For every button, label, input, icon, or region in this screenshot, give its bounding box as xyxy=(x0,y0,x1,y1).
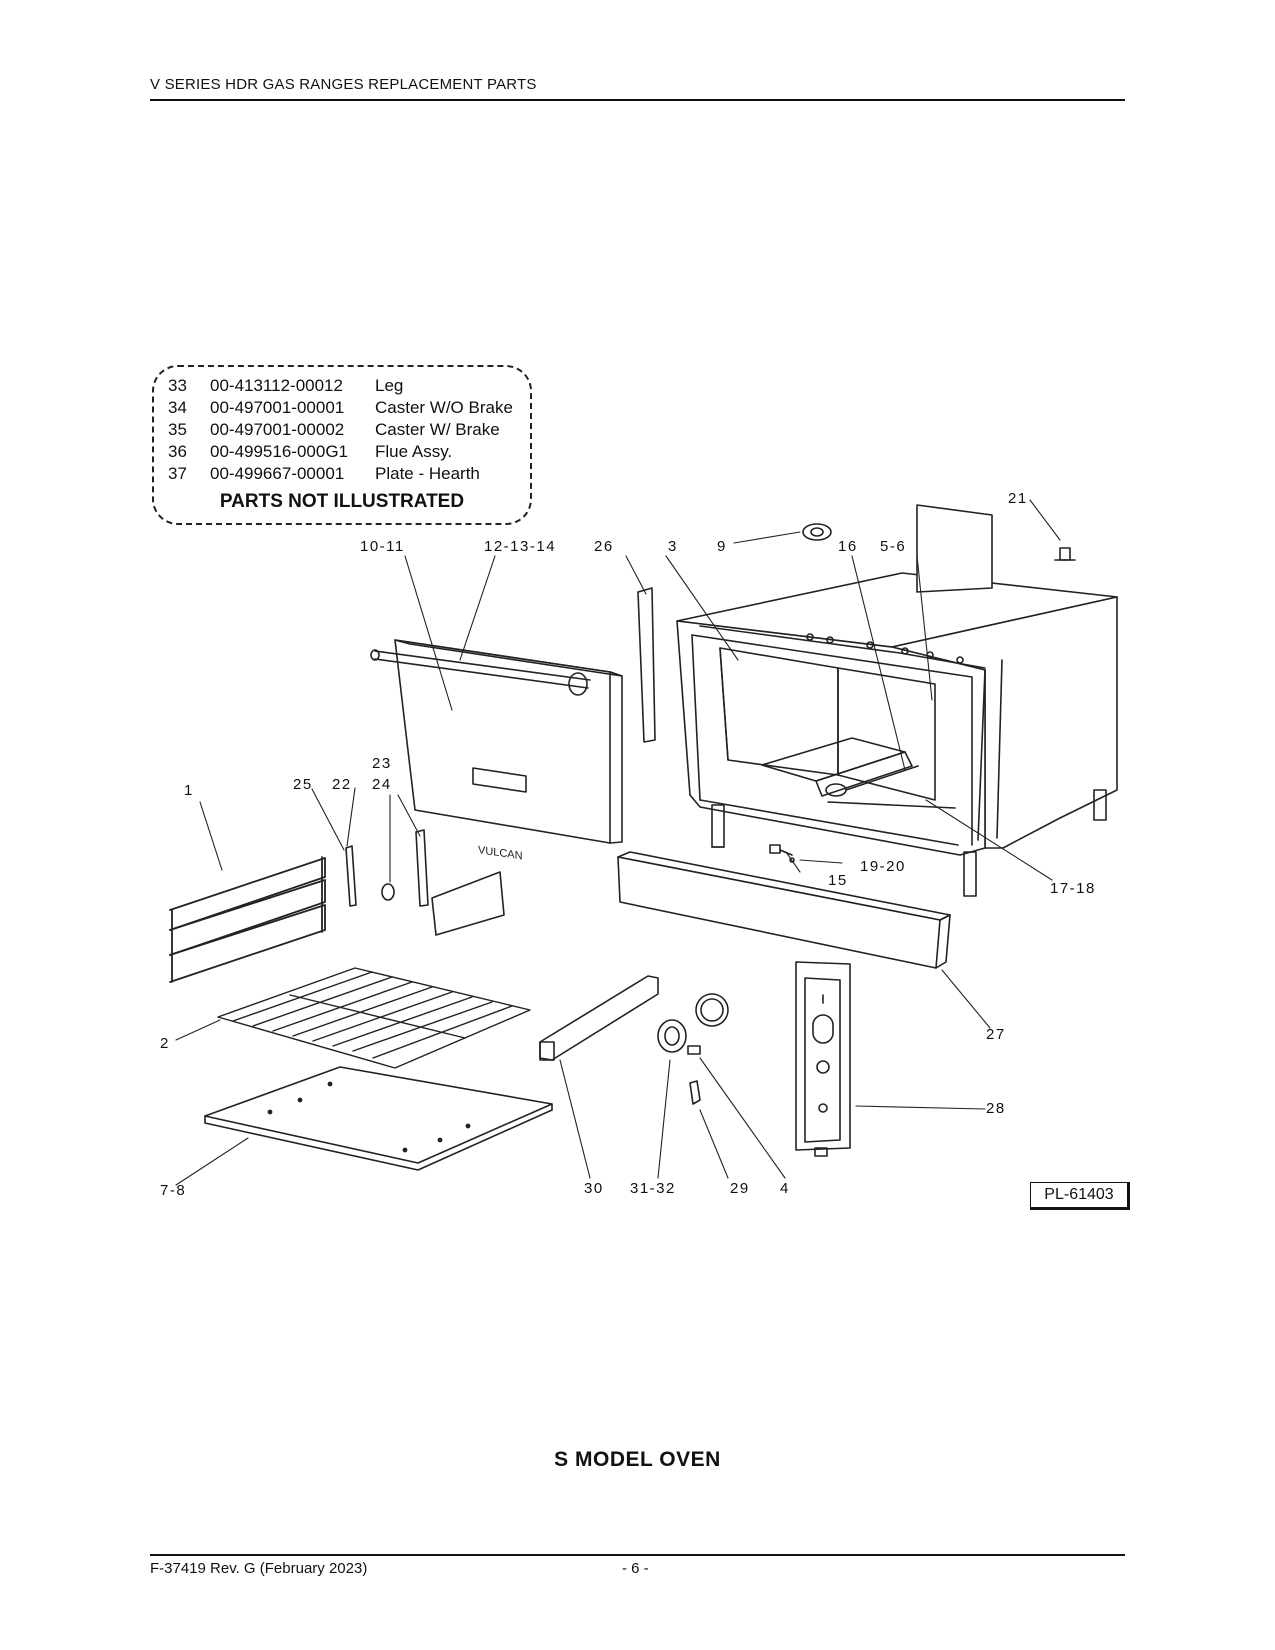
part-description: Plate - Hearth xyxy=(375,464,480,483)
callout-15: 15 xyxy=(828,872,848,889)
footer-page-number: - 6 - xyxy=(622,1560,649,1577)
rack-side xyxy=(169,856,326,983)
callout-7-8: 7-8 xyxy=(160,1182,187,1199)
callout-29: 29 xyxy=(730,1180,750,1197)
part-number: 00-499667-00001 xyxy=(210,464,345,483)
flue-plate xyxy=(916,504,993,593)
item-number: 37 xyxy=(168,464,187,483)
callout-25: 25 xyxy=(293,776,313,793)
parts-table: 33 00-413112-00012 Leg 34 00-497001-0000… xyxy=(168,375,513,485)
callout-3: 3 xyxy=(668,538,678,555)
kick-panel xyxy=(617,851,951,969)
parts-row: 33 00-413112-00012 Leg xyxy=(168,375,513,397)
vent-fitting xyxy=(1054,547,1076,561)
part-description: Caster W/O Brake xyxy=(375,398,513,417)
callout-1: 1 xyxy=(184,782,194,799)
oven-rack xyxy=(217,967,531,1069)
callout-9: 9 xyxy=(717,538,727,555)
footer-document-number: F-37419 Rev. G (February 2023) xyxy=(150,1560,368,1577)
hearth-plate xyxy=(204,1066,553,1164)
callout-19-20: 19-20 xyxy=(860,858,906,875)
oven-body xyxy=(676,572,1118,897)
header-rule xyxy=(150,99,1125,101)
item-number: 36 xyxy=(168,442,187,461)
gasket-strip xyxy=(637,587,656,743)
callout-24: 24 xyxy=(372,776,392,793)
callout-22: 22 xyxy=(332,776,352,793)
valve-fitting xyxy=(769,844,793,856)
item-number: 33 xyxy=(168,376,187,395)
door-bracket-25 xyxy=(345,845,357,907)
hinge-plate xyxy=(415,829,429,907)
callout-12-13-14: 12-13-14 xyxy=(484,538,557,555)
parts-not-illustrated-box: 33 00-413112-00012 Leg 34 00-497001-0000… xyxy=(152,365,532,525)
item-number: 34 xyxy=(168,398,187,417)
parts-not-illustrated-title: PARTS NOT ILLUSTRATED xyxy=(219,491,465,512)
control-panel xyxy=(795,961,851,1157)
parts-row: 35 00-497001-00002 Caster W/ Brake xyxy=(168,419,513,441)
parts-row: 37 00-499667-00001 Plate - Hearth xyxy=(168,463,513,485)
item-number: 35 xyxy=(168,420,187,439)
callout-17-18: 17-18 xyxy=(1050,880,1096,897)
clip-4 xyxy=(687,1045,701,1055)
washer-19-20 xyxy=(789,857,795,863)
hinge-22 xyxy=(381,883,395,901)
callout-26: 26 xyxy=(594,538,614,555)
knob-9 xyxy=(802,523,832,541)
parts-row: 36 00-499516-000G1 Flue Assy. xyxy=(168,441,513,463)
hinge-cover xyxy=(431,871,505,936)
part-description: Caster W/ Brake xyxy=(375,420,500,439)
part-number: 00-497001-00001 xyxy=(210,398,345,417)
part-description: Flue Assy. xyxy=(375,442,453,461)
callout-30: 30 xyxy=(584,1180,604,1197)
callout-23: 23 xyxy=(372,755,392,772)
door-brand: VULCAN xyxy=(478,844,523,862)
part-number: 00-499516-000G1 xyxy=(210,442,349,461)
part-description: Leg xyxy=(375,376,404,395)
part-number: 00-413112-00012 xyxy=(210,376,343,395)
leader-lines xyxy=(175,499,1061,1186)
page-header: V SERIES HDR GAS RANGES REPLACEMENT PART… xyxy=(150,76,537,93)
part-number: 00-497001-00002 xyxy=(210,420,345,439)
control-knob xyxy=(657,993,729,1053)
diagram-id: PL-61403 xyxy=(1030,1182,1130,1210)
section-title: S MODEL OVEN xyxy=(554,1448,721,1471)
callout-4: 4 xyxy=(780,1180,790,1197)
callout-2: 2 xyxy=(160,1035,170,1052)
callout-31-32: 31-32 xyxy=(630,1180,676,1197)
callout-10-11: 10-11 xyxy=(360,538,405,555)
callout-16: 16 xyxy=(838,538,858,555)
parts-row: 34 00-497001-00001 Caster W/O Brake xyxy=(168,397,513,419)
callout-5-6: 5-6 xyxy=(880,538,907,555)
exploded-oven-diagram: VULCAN xyxy=(169,499,1118,1186)
mounting-strap xyxy=(539,975,659,1061)
footer-rule xyxy=(150,1554,1125,1556)
callout-27: 27 xyxy=(986,1026,1006,1043)
callout-28: 28 xyxy=(986,1100,1006,1117)
clip-29 xyxy=(689,1080,701,1105)
callout-21: 21 xyxy=(1008,490,1028,507)
oven-door xyxy=(370,639,623,844)
